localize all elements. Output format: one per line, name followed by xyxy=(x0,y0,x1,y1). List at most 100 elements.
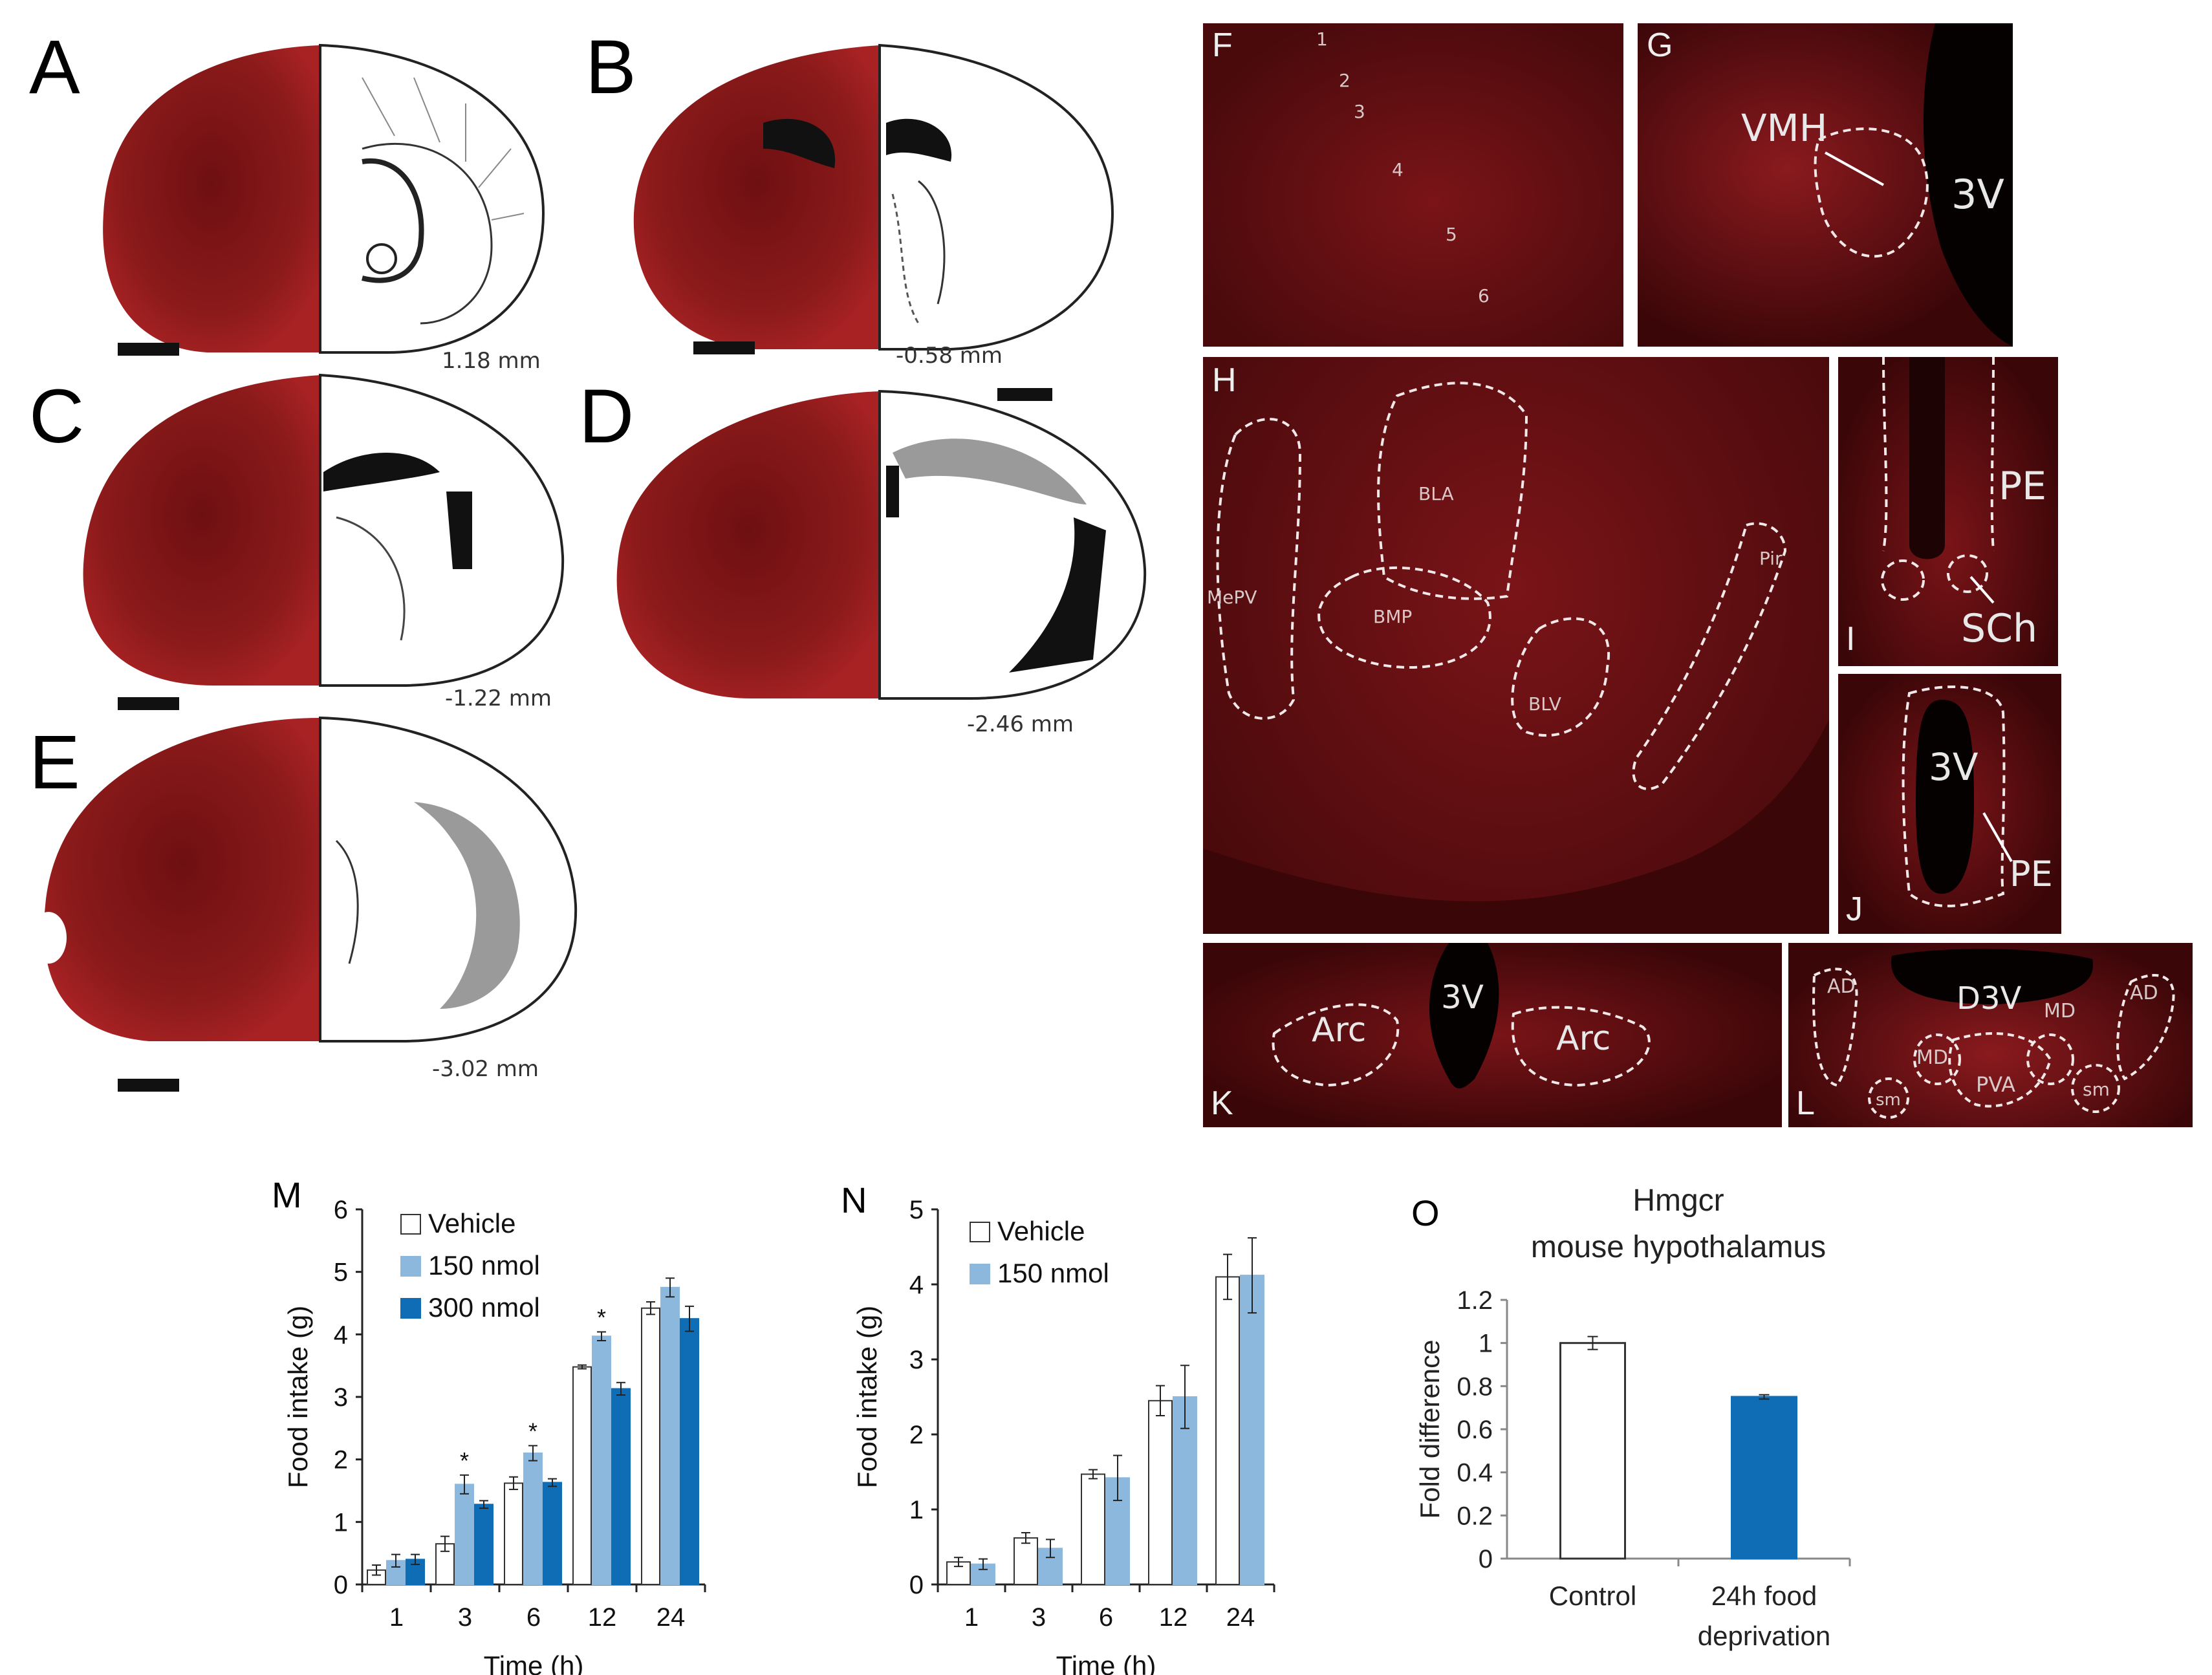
panel-label-e: E xyxy=(29,720,80,805)
y-tick-label: 3 xyxy=(909,1346,924,1374)
region-label-md-left: MD xyxy=(1916,1046,1948,1069)
micrograph-k: Arc 3V Arc K xyxy=(1203,943,1782,1127)
x-tick-label: 1 xyxy=(964,1603,979,1632)
bar xyxy=(641,1307,660,1585)
region-label-3v-g: 3V xyxy=(1951,171,2004,218)
x-tick-label: 6 xyxy=(526,1603,541,1632)
region-label-pir: Pir xyxy=(1759,548,1783,569)
x-tick-label: 24 xyxy=(656,1603,686,1632)
i-overlay xyxy=(1881,357,1995,604)
layer-label-1: 1 xyxy=(1316,28,1328,50)
bar xyxy=(1731,1396,1797,1560)
section-b xyxy=(633,43,1114,351)
x-axis-label: Time (h) xyxy=(484,1650,584,1675)
layer-label-3: 3 xyxy=(1354,101,1365,122)
region-label-md-right: MD xyxy=(2044,1000,2076,1022)
layer-label-4: 4 xyxy=(1392,159,1404,180)
y-tick-label: 6 xyxy=(334,1196,348,1224)
micrograph-h: H MePV BLA BMP BLV Pir xyxy=(1203,357,1829,934)
x-tick-label: 24h food xyxy=(1711,1581,1817,1611)
x-tick-label: 3 xyxy=(1032,1603,1046,1632)
chart-title: Hmgcr xyxy=(1632,1183,1724,1218)
y-axis-label: Food intake (g) xyxy=(283,1306,313,1488)
depth-label-b: -0.58 mm xyxy=(896,343,1003,369)
y-tick-label: 5 xyxy=(334,1259,348,1287)
legend-label: Vehicle xyxy=(997,1216,1085,1246)
legend-label: 300 nmol xyxy=(428,1292,540,1323)
region-label-pe-i: PE xyxy=(1999,464,2047,509)
region-label-bmp: BMP xyxy=(1373,606,1413,627)
legend-swatch xyxy=(400,1298,421,1319)
j-overlay xyxy=(1902,686,2013,907)
region-label-d3v: D3V xyxy=(1957,980,2022,1017)
y-tick-label: 0.8 xyxy=(1457,1372,1493,1401)
panel-label-n: N xyxy=(841,1180,867,1220)
y-tick-label: 1 xyxy=(1479,1330,1493,1358)
y-tick-label: 1 xyxy=(909,1496,924,1524)
region-label-3v-k: 3V xyxy=(1441,978,1484,1016)
y-axis-label: Food intake (g) xyxy=(852,1306,882,1488)
region-label-sm-right: sm xyxy=(2083,1079,2110,1100)
region-label-mepv: MePV xyxy=(1207,587,1257,608)
micrograph-i: PE SCh I xyxy=(1838,357,2058,666)
significance-star: * xyxy=(460,1447,469,1474)
layer-label-5: 5 xyxy=(1446,224,1457,245)
region-label-sm-left: sm xyxy=(1876,1090,1901,1110)
legend-swatch xyxy=(400,1256,421,1277)
y-tick-label: 4 xyxy=(334,1321,348,1349)
bar xyxy=(1215,1276,1240,1585)
bar xyxy=(611,1388,631,1585)
region-label-ad-left: AD xyxy=(1827,975,1856,998)
y-tick-label: 5 xyxy=(909,1196,924,1224)
panel-label-i: I xyxy=(1846,620,1856,658)
g-overlay xyxy=(1814,23,2013,347)
legend-swatch xyxy=(400,1214,421,1235)
bar xyxy=(1038,1548,1063,1586)
y-tick-label: 1.2 xyxy=(1457,1286,1493,1315)
micrograph-f: F 1 2 3 4 5 6 xyxy=(1203,23,1623,347)
significance-star: * xyxy=(528,1418,537,1444)
panel-label-k: K xyxy=(1211,1085,1233,1122)
y-tick-label: 0 xyxy=(334,1571,348,1599)
section-c xyxy=(83,373,565,687)
k-overlay xyxy=(1272,943,1651,1088)
x-tick-label: 12 xyxy=(1159,1603,1188,1632)
legend-label: 150 nmol xyxy=(997,1258,1109,1288)
scale-bar-a xyxy=(118,343,179,356)
bar xyxy=(523,1453,543,1585)
chart-title: mouse hypothalamus xyxy=(1531,1230,1826,1264)
micrograph-j: 3V PE J xyxy=(1838,674,2061,934)
panel-label-f: F xyxy=(1212,27,1233,64)
y-tick-label: 2 xyxy=(334,1446,348,1475)
y-tick-label: 0 xyxy=(909,1571,924,1599)
panel-label-h: H xyxy=(1212,362,1237,399)
section-a xyxy=(103,43,545,354)
significance-star: * xyxy=(597,1304,606,1330)
region-label-pe-j: PE xyxy=(2010,854,2053,894)
region-label-bla: BLA xyxy=(1418,483,1454,504)
region-label-pva: PVA xyxy=(1976,1072,2016,1097)
panel-label-l: L xyxy=(1796,1085,1815,1122)
bar xyxy=(572,1366,592,1585)
panel-label-o: O xyxy=(1411,1193,1440,1233)
panel-label-d: D xyxy=(579,374,634,459)
h-overlay xyxy=(1203,382,1829,934)
panel-label-c: C xyxy=(29,374,85,459)
bar xyxy=(543,1482,562,1585)
scale-bar-e xyxy=(118,1079,179,1092)
atlas-panels xyxy=(30,43,1147,1043)
scale-bar-d xyxy=(997,388,1052,401)
region-label-blv: BLV xyxy=(1528,693,1561,715)
section-d xyxy=(616,389,1147,700)
y-tick-label: 0.4 xyxy=(1457,1459,1493,1487)
x-tick-label: 3 xyxy=(458,1603,472,1632)
region-label-ad-right: AD xyxy=(2130,982,2158,1004)
section-e xyxy=(30,716,578,1043)
bar xyxy=(1559,1342,1626,1560)
legend-label: 150 nmol xyxy=(428,1250,540,1281)
panel-label-a: A xyxy=(29,25,80,110)
legend-label: Vehicle xyxy=(428,1208,515,1238)
legend-swatch xyxy=(970,1264,990,1284)
